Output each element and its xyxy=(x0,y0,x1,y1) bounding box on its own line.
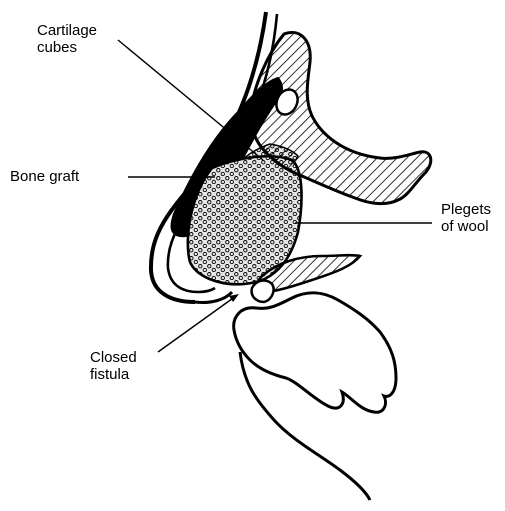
label-cartilage-line2: cubes xyxy=(37,39,97,56)
leader-fistula xyxy=(158,296,236,352)
label-fistula-line2: fistula xyxy=(90,366,137,383)
label-cartilage-cubes: Cartilage cubes xyxy=(37,22,97,56)
label-bone-graft: Bone graft xyxy=(10,168,79,185)
alar-rim xyxy=(195,292,232,303)
label-fistula-line1: Closed xyxy=(90,349,137,366)
label-closed-fistula: Closed fistula xyxy=(90,349,137,383)
lip-outline xyxy=(234,293,396,412)
label-plegets-line1: Plegets xyxy=(441,201,491,218)
tooth-bud-shape xyxy=(252,281,274,302)
leader-cartilage xyxy=(118,40,263,160)
label-cartilage-line1: Cartilage xyxy=(37,22,97,39)
label-plegets-of-wool: Plegets of wool xyxy=(441,201,491,235)
label-plegets-line2: of wool xyxy=(441,218,491,235)
